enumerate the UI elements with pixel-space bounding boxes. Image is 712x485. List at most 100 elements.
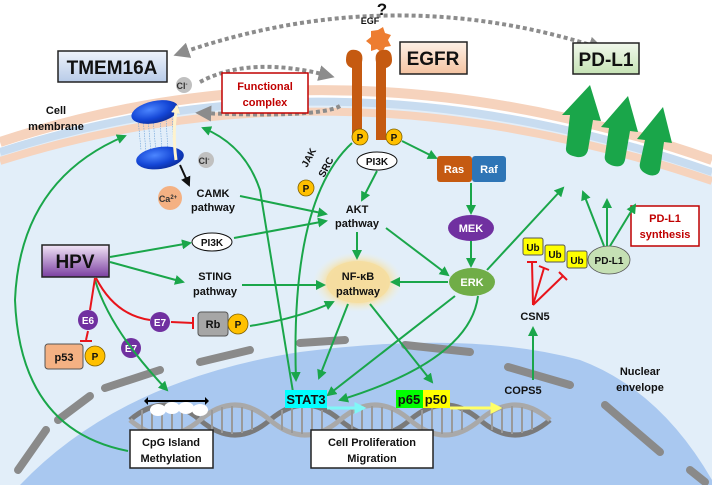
pdl1-label-box: PD-L1: [572, 42, 640, 75]
arrow-hpv-e7-to-methylation: [94, 279, 169, 392]
arrow-erk-to-pdl1: [486, 186, 565, 271]
nuclear-envelope: [14, 336, 709, 485]
question-interaction-arrow: [173, 13, 605, 58]
inhibit-csn5-to-ub3: [532, 275, 564, 306]
egfr-phospho-left: P: [351, 128, 369, 146]
svg-text:Ca2+: Ca2+: [159, 194, 178, 204]
arrow-egfr-p-to-ras: [401, 140, 438, 159]
svg-text:EGFR: EGFR: [407, 49, 460, 70]
svg-text:Cl-: Cl-: [199, 156, 210, 166]
egfr-receptor-icon: [346, 49, 392, 140]
rb-node: Rb: [197, 311, 229, 337]
arrow-nfkb-to-p65: [369, 303, 434, 384]
svg-text:P: P: [391, 133, 398, 144]
svg-text:E6: E6: [82, 316, 95, 327]
stat3-label: STAT3: [285, 390, 327, 408]
svg-text:PI3K: PI3K: [366, 157, 389, 168]
camk-pathway-label: CAMK: [197, 188, 230, 200]
pi3k-hpv-node: PI3K: [191, 232, 233, 252]
svg-text:complex: complex: [243, 97, 289, 109]
svg-text:STAT3: STAT3: [286, 392, 325, 407]
svg-text:Rb: Rb: [206, 319, 221, 331]
akt-pathway-label: AKT: [346, 204, 369, 216]
raf-node: Raf: [472, 156, 506, 182]
arrow-pdl1-to-big-arrow-3: [609, 203, 637, 247]
activation-arrows: [13, 126, 637, 452]
inhibit-hpv-e7: [95, 277, 151, 321]
svg-text:P: P: [235, 320, 242, 331]
jak-src-phospho: P: [297, 179, 315, 197]
arrow-akt-to-erk: [385, 227, 450, 277]
e7-rb-node: E7: [150, 312, 170, 332]
svg-text:P: P: [303, 184, 310, 195]
arrow-methylation-to-tmem16a: [13, 134, 129, 452]
svg-text:P: P: [357, 133, 364, 144]
arrow-channel-to-camk: [179, 164, 191, 187]
arrow-pdl1-to-big-arrow-1: [581, 190, 605, 247]
cell-membrane-inner-layer: [0, 97, 712, 176]
svg-text:p53: p53: [55, 352, 74, 364]
chloride-ion-outside: Cl-: [176, 77, 192, 93]
arrow-stat3-to-tmem16a: [201, 126, 294, 393]
svg-text:Migration: Migration: [347, 453, 397, 465]
arrow-pi3k-egfr-to-akt: [361, 170, 378, 202]
inhibit-hpv-e6: [89, 277, 96, 311]
nuclear-envelope-label: Nuclear: [620, 366, 661, 378]
arrow-hpv-to-sting: [109, 261, 185, 285]
svg-text:ERK: ERK: [460, 277, 483, 289]
svg-text:Cell Proliferation: Cell Proliferation: [328, 437, 416, 449]
svg-text:MEK: MEK: [459, 223, 484, 235]
tmem16a-egfr-link-top: [199, 64, 335, 84]
erk-node: ERK: [449, 268, 495, 296]
sting-pathway-label-2: pathway: [193, 286, 238, 298]
ubiquitin-2: Ub: [544, 244, 566, 263]
tmem16a-channel-icon: [131, 100, 184, 170]
nuclear-envelope-label-2: envelope: [616, 382, 664, 394]
pi3k-egfr-node: PI3K: [356, 151, 398, 171]
svg-text:Raf: Raf: [480, 164, 498, 176]
egfr-phospho-right: P: [385, 128, 403, 146]
svg-text:synthesis: synthesis: [640, 229, 691, 241]
mek-node: MEK: [448, 215, 494, 241]
cell-membrane-label: Cell: [46, 105, 66, 117]
ubiquitin-1: Ub: [522, 237, 544, 256]
methyl-groups: [150, 402, 208, 416]
p65-label: p65: [396, 390, 423, 408]
arrow-erk-to-stat3: [326, 295, 456, 397]
svg-text:Ub: Ub: [526, 243, 539, 254]
arrow-erk-to-stat3-curve: [338, 295, 479, 403]
svg-text:PD-L1: PD-L1: [595, 256, 624, 267]
functional-complex-box: Functional complex: [221, 72, 309, 114]
svg-text:Ub: Ub: [570, 256, 583, 267]
svg-text:PI3K: PI3K: [201, 238, 224, 249]
inhibition-lines: [80, 261, 568, 342]
cell-membrane-outer-layer: [0, 85, 712, 165]
camk-pathway-label-2: pathway: [191, 202, 236, 214]
cpg-methylation-box: CpG Island Methylation: [129, 429, 214, 469]
svg-text:TMEM16A: TMEM16A: [67, 58, 158, 79]
cell-proliferation-box: Cell Proliferation Migration: [310, 429, 434, 469]
p53-node: p53: [44, 343, 84, 370]
p53-phospho: P: [84, 345, 106, 367]
svg-text:PD-L1: PD-L1: [579, 50, 634, 71]
svg-text:PD-L1: PD-L1: [649, 213, 681, 225]
csn5-label: CSN5: [520, 311, 549, 323]
svg-text:P: P: [92, 352, 99, 363]
tmem16a-label-box: TMEM16A: [57, 50, 168, 83]
svg-text:Ub: Ub: [548, 250, 561, 261]
pdl1-synthesis-box: PD-L1 synthesis: [630, 205, 700, 247]
egfr-label-box: EGFR: [399, 41, 468, 75]
calcium-ion: Ca2+: [158, 186, 182, 210]
nfkb-pathway-node: NF-κB pathway: [326, 261, 390, 303]
arrow-nfkb-to-stat3: [317, 303, 349, 380]
question-mark: ?: [377, 0, 387, 19]
svg-text:Functional: Functional: [237, 81, 293, 93]
ras-node: Ras: [437, 156, 472, 182]
sting-pathway-label: STING: [198, 271, 232, 283]
cell-membrane-label-2: membrane: [28, 121, 84, 133]
svg-text:Cl-: Cl-: [177, 81, 188, 91]
svg-text:HPV: HPV: [55, 252, 94, 273]
svg-text:p50: p50: [425, 392, 447, 407]
inhibit-csn5-to-ub1: [531, 261, 534, 306]
